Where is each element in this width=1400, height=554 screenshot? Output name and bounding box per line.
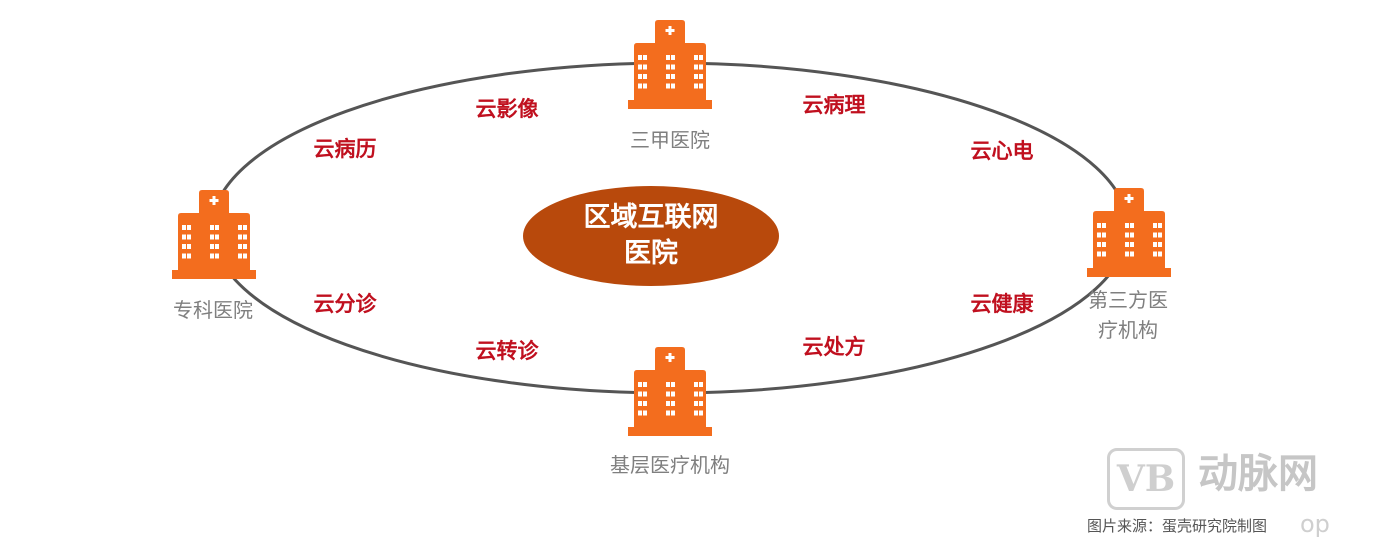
watermark-logo: VB bbox=[1107, 448, 1185, 510]
hospital-building-icon bbox=[1085, 188, 1173, 278]
watermark-text: 动脉网 bbox=[1198, 451, 1318, 497]
service-label: 云健康 bbox=[970, 292, 1034, 316]
center-hub: 区域互联网 医院 bbox=[523, 186, 779, 286]
center-hub-line2: 医院 bbox=[624, 238, 678, 269]
node-label-bottom: 基层医疗机构 bbox=[610, 453, 730, 477]
node-label-right-line2: 疗机构 bbox=[1098, 318, 1158, 342]
service-label: 云心电 bbox=[970, 139, 1034, 163]
center-hub-line1: 区域互联网 bbox=[583, 202, 719, 233]
service-label: 云分诊 bbox=[313, 292, 377, 316]
service-label: 云影像 bbox=[475, 97, 539, 121]
hospital-building-icon bbox=[170, 190, 258, 280]
service-label: 云处方 bbox=[802, 335, 866, 359]
node-label-left: 专科医院 bbox=[173, 298, 253, 322]
node-label-right: 第三方医 疗机构 bbox=[1088, 285, 1168, 345]
hospital-building-icon bbox=[626, 347, 714, 437]
service-label: 云病理 bbox=[802, 93, 866, 117]
watermark-suffix: op bbox=[1300, 510, 1330, 538]
source-caption: 图片来源：蛋壳研究院制图 bbox=[1087, 517, 1268, 535]
service-label: 云病历 bbox=[313, 137, 377, 161]
hospital-building-icon bbox=[626, 20, 714, 110]
node-label-top: 三甲医院 bbox=[630, 128, 710, 152]
service-label: 云转诊 bbox=[475, 339, 539, 363]
node-label-right-line1: 第三方医 bbox=[1088, 288, 1168, 312]
